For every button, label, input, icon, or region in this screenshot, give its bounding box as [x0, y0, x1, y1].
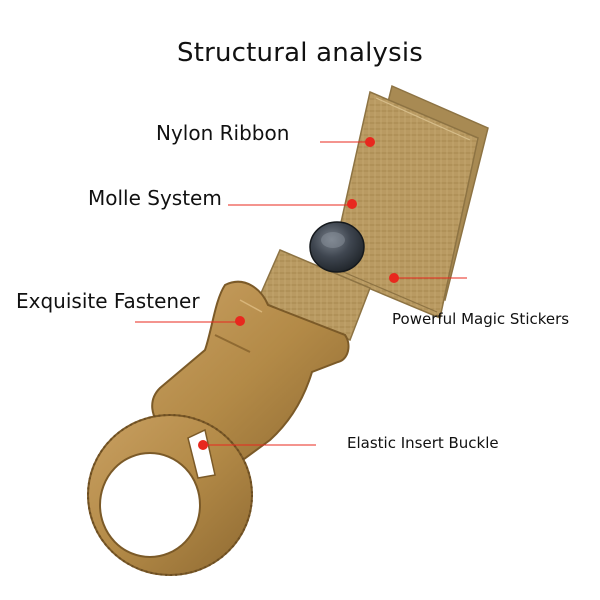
callout-dot-elastic — [198, 440, 208, 450]
ring-handle — [87, 414, 253, 576]
label-powerful-magic-stickers: Powerful Magic Stickers — [392, 310, 570, 328]
callout-dot-magic — [389, 273, 399, 283]
snap-button — [309, 221, 365, 273]
label-elastic-insert-buckle: Elastic Insert Buckle — [347, 434, 499, 452]
diagram-title: Structural analysis — [176, 38, 423, 68]
nylon-webbing-strap — [257, 84, 489, 341]
callout-dot-fastener — [235, 316, 245, 326]
callout-dot-molle — [347, 199, 357, 209]
callout-dot-nylon — [365, 137, 375, 147]
callout-lines — [135, 137, 467, 450]
label-nylon-ribbon: Nylon Ribbon — [156, 121, 290, 145]
label-exquisite-fastener: Exquisite Fastener — [16, 289, 200, 313]
label-molle-system: Molle System — [88, 186, 222, 210]
